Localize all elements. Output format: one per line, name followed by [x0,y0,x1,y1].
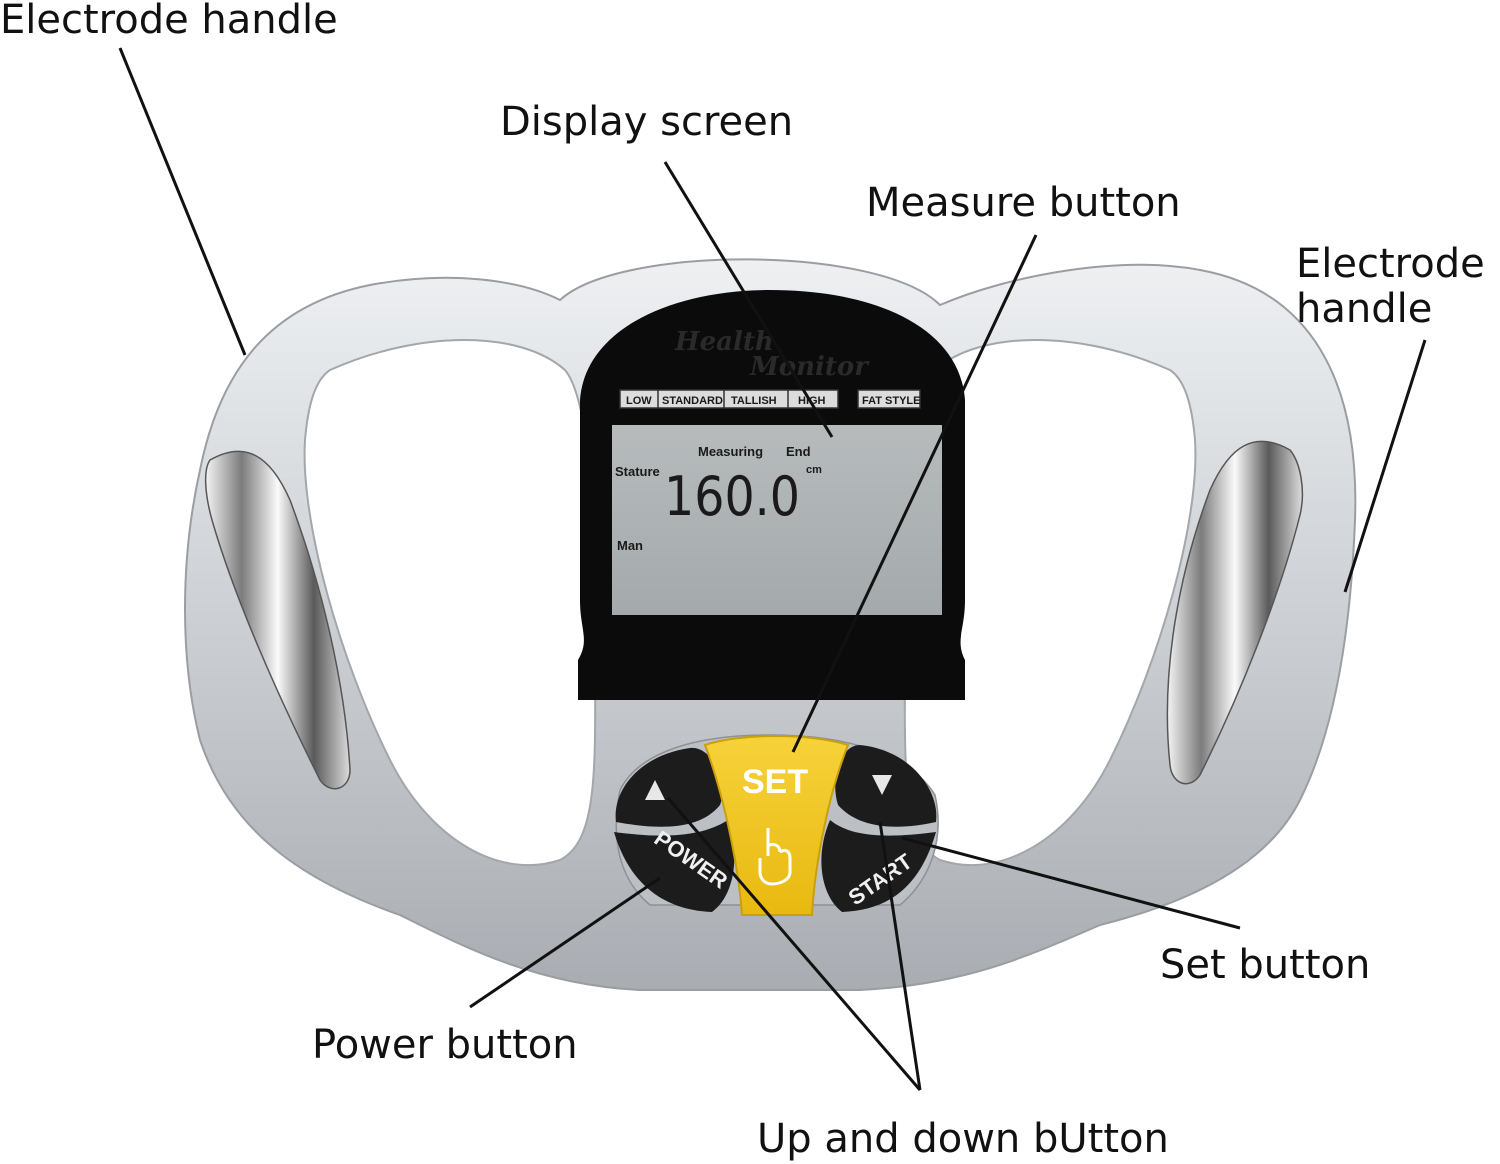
label-measure: Measure button [866,180,1181,226]
lcd-value: 160.0 [664,465,800,528]
display-screen: Health Monitor LOW STANDARD TALLISH HIGH… [578,290,965,700]
label-display: Display screen [500,99,793,145]
start-button[interactable]: START [821,820,936,912]
label-set: Set button [1160,942,1370,988]
label-updown: Up and down bUtton [757,1116,1169,1162]
up-button[interactable] [615,747,723,827]
label-electrode-right-1: Electrode [1296,241,1485,287]
lcd-end: End [786,444,811,459]
power-button[interactable]: POWER [614,820,735,912]
brand-line2: Monitor [749,352,870,382]
up-arrow-icon [645,780,665,800]
scale-tab-low: LOW [626,395,652,407]
line-power [469,876,661,1009]
scale-tab-standard: STANDARD [662,395,723,407]
scale-tabs: LOW STANDARD TALLISH HIGH FAT STYLE [619,389,921,409]
label-electrode-right-2: handle [1296,286,1432,332]
line-measure [791,234,1038,753]
label-electrode-left: Electrode handle [0,0,338,43]
line-display [663,161,834,438]
left-grip-opening [303,339,597,867]
brand-line1: Health [674,327,774,357]
finger-press-icon [758,828,792,886]
down-button[interactable] [835,745,937,827]
line-electrode-left [118,47,247,356]
left-electrode [204,450,351,790]
fat-style-frame [857,389,921,409]
lcd-gender: Man [617,538,643,553]
set-measure-button[interactable]: SET [703,735,850,916]
label-power: Power button [312,1022,578,1068]
scale-tab-tallish: TALLISH [731,395,777,407]
lcd-unit: cm [806,464,822,476]
down-arrow-icon [872,775,892,795]
button-cluster: POWER START SET [614,734,939,916]
lcd-measuring: Measuring [698,444,763,459]
callout-lines [118,47,1427,1091]
line-updown-b [878,821,922,1091]
line-set [901,836,1241,930]
scale-tab-frame [619,389,839,409]
fat-style-label: FAT STYLE [862,395,920,407]
set-label: SET [742,763,808,801]
line-electrode-right [1343,339,1427,593]
right-electrode [1166,440,1304,785]
line-updown-a [666,797,922,1091]
lcd-panel [612,425,942,615]
lcd-stature: Stature [615,464,660,479]
